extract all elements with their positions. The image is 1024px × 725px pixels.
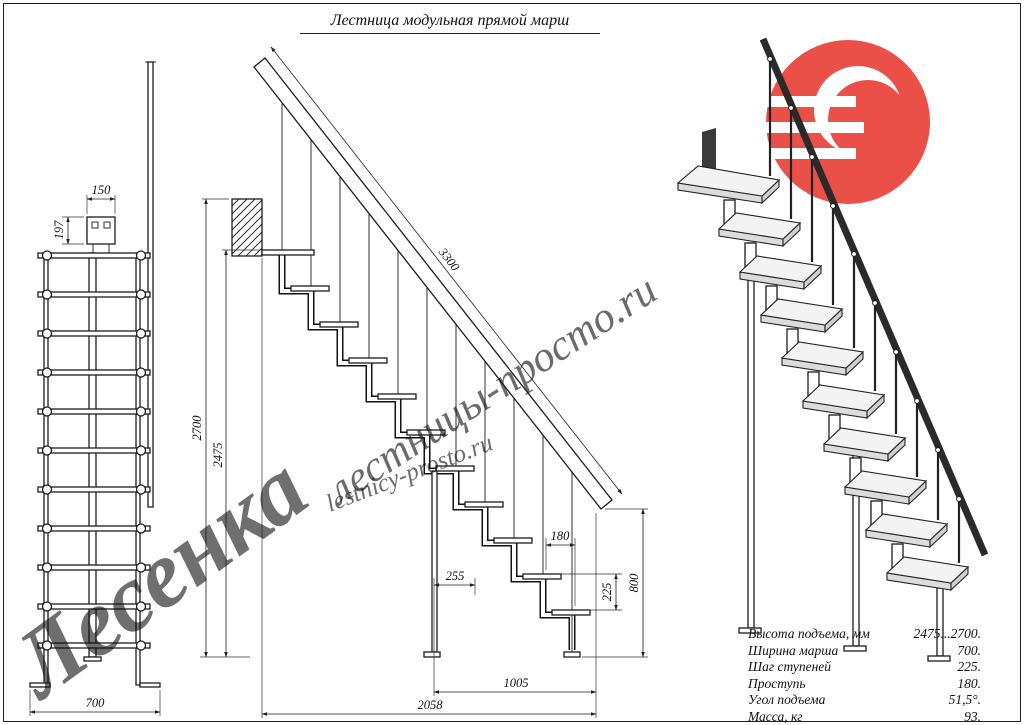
spec-label: Шаг ступеней	[748, 659, 832, 674]
front-column-foot	[83, 656, 102, 662]
dim-bracket-height: 197	[52, 220, 66, 240]
dim-rail-length: 3300	[435, 245, 463, 275]
front-right-foot	[139, 682, 161, 688]
drawing-title: Лестница модульная прямой марш	[300, 12, 600, 34]
spec-table: Высота подъема, мм 2475...2700. Ширина м…	[748, 626, 981, 725]
dim-height-min: 2475	[211, 443, 225, 468]
spec-value: 225.	[957, 659, 981, 674]
dim-base-span: 1005	[504, 676, 529, 690]
spec-label: Высота подъема, мм	[748, 626, 870, 641]
perspective-balusters	[768, 55, 961, 563]
dim-bracket-width: 150	[92, 183, 112, 197]
spec-label: Ширина марша	[748, 642, 839, 658]
side-view: 3300 2700 2475 180 255	[190, 46, 648, 718]
brand-logo	[746, 40, 930, 204]
spec-row-width: Ширина марша 700.	[748, 643, 981, 660]
perspective-handrail	[759, 37, 989, 557]
dim-total-run: 2058	[418, 698, 444, 712]
spec-value: 700.	[957, 642, 981, 658]
spec-row-angle: Угол подъема 51,5°.	[748, 692, 981, 709]
spec-row-tread: Проступь 180.	[748, 676, 981, 693]
front-rail-post	[147, 61, 154, 508]
dim-module-offset: 255	[446, 569, 465, 583]
dim-post-height: 800	[627, 573, 641, 593]
perspective-view	[676, 37, 989, 662]
spec-row-height: Высота подъема, мм 2475...2700.	[748, 626, 981, 643]
side-view-dimensions: 3300 2700 2475 180 255	[190, 46, 648, 718]
spec-label: Проступь	[748, 675, 806, 691]
side-support-post	[431, 470, 438, 653]
wall-flag-bracket	[702, 128, 716, 174]
spec-value: 2475...2700.	[913, 626, 982, 641]
spec-value: 93.	[964, 708, 981, 724]
baluster-ball-connectors	[767, 56, 962, 502]
dim-tread-depth: 180	[551, 529, 571, 543]
dim-step-rise: 225	[600, 583, 614, 602]
spec-row-mass: Масса, кг 93.	[748, 709, 981, 725]
spec-label: Масса, кг	[748, 708, 803, 724]
front-view: 150 197 700	[29, 61, 161, 716]
spec-label: Угол подъема	[748, 692, 826, 707]
perspective-modules	[723, 199, 904, 571]
wall-section	[231, 198, 263, 257]
perspective-steps	[676, 165, 970, 592]
spec-value: 180.	[957, 675, 981, 691]
spec-row-step: Шаг ступеней 225.	[748, 659, 981, 676]
front-wall-bracket	[86, 216, 116, 253]
watermark-big: Лесенка	[0, 434, 326, 719]
front-view-dimensions: 150 197 700	[29, 183, 161, 716]
spec-value: 51,5°.	[948, 692, 981, 707]
front-treads	[37, 250, 151, 651]
side-balusters	[281, 103, 544, 574]
dim-march-width: 700	[86, 696, 106, 710]
front-left-foot	[29, 682, 51, 688]
dim-height-max: 2700	[190, 415, 204, 441]
